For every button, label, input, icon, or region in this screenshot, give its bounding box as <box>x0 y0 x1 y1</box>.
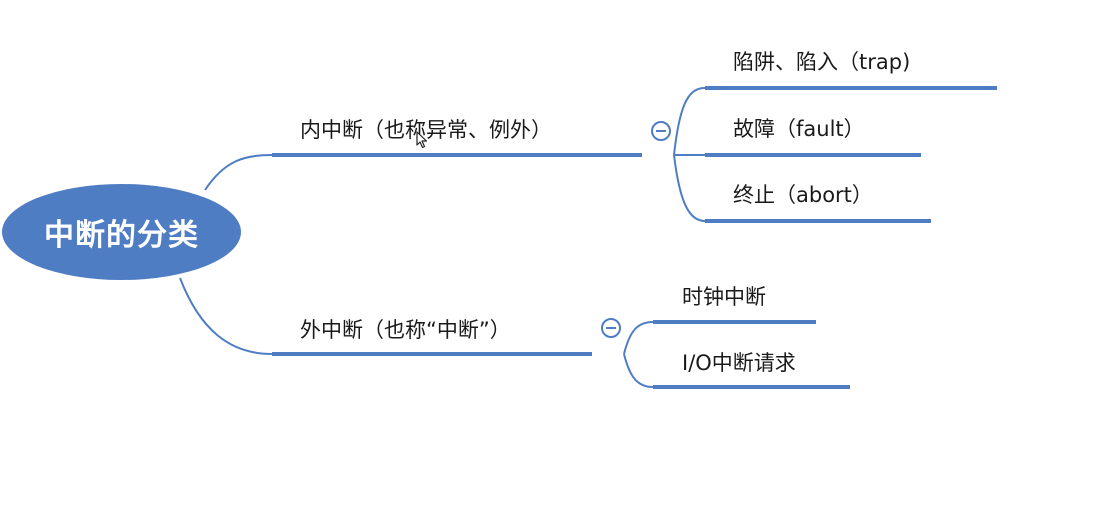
root-to-internal-connector <box>204 154 273 191</box>
text-cursor-icon <box>416 131 428 149</box>
root-node[interactable]: 中断的分类 <box>2 184 241 280</box>
fault-underline <box>705 153 921 157</box>
internal-to-abort-connector <box>673 154 706 222</box>
trap-label[interactable]: 陷阱、陷入（trap) <box>733 50 911 74</box>
internal-branch-underline <box>272 153 642 157</box>
minus-circle-icon <box>606 327 616 329</box>
abort-underline <box>705 219 931 223</box>
external-interrupt-label[interactable]: 外中断（也称“中断”） <box>300 318 511 342</box>
io-underline <box>653 385 850 389</box>
root-to-external-connector <box>179 277 273 355</box>
external-to-clock-connector <box>623 321 654 355</box>
abort-label[interactable]: 终止（abort） <box>733 183 873 207</box>
fault-label[interactable]: 故障（fault） <box>733 117 865 141</box>
trap-underline <box>705 86 997 90</box>
external-branch-underline <box>272 352 592 356</box>
clock-interrupt-label[interactable]: 时钟中断 <box>682 285 766 309</box>
external-to-io-connector <box>623 353 654 388</box>
internal-to-trap-connector <box>673 87 706 156</box>
internal-collapse-toggle[interactable] <box>651 121 671 141</box>
minus-circle-icon <box>656 130 666 132</box>
io-interrupt-request-label[interactable]: I/O中断请求 <box>682 351 796 375</box>
root-node-label: 中断的分类 <box>44 218 199 253</box>
external-collapse-toggle[interactable] <box>601 318 621 338</box>
internal-interrupt-label[interactable]: 内中断（也称异常、例外） <box>300 118 552 142</box>
clock-underline <box>653 320 816 324</box>
